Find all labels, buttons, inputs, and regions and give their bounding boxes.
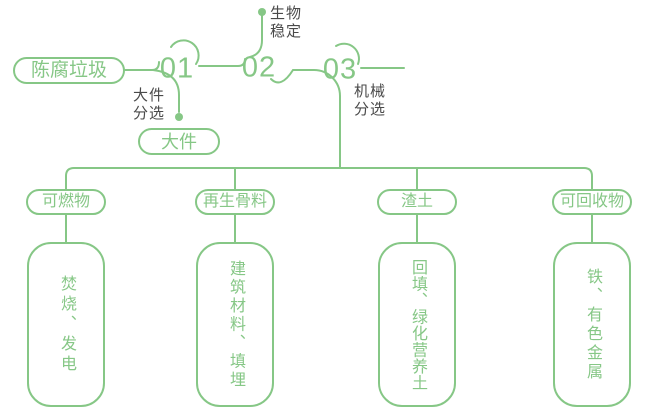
node-combustibles: 可燃物: [26, 189, 106, 215]
dot-bio-branch: [258, 8, 266, 16]
step-number-02: 02: [241, 51, 277, 84]
disposal-text-recyclables: 铁、有色金属: [584, 267, 601, 382]
node-recycled-aggregate: 再生骨料: [195, 189, 275, 215]
node-bulky-output-label: 大件: [161, 131, 197, 152]
process-label-mechanical-sorting: 机械 分选: [354, 83, 387, 118]
node-recyclables-label: 可回收物: [559, 193, 624, 210]
node-combustibles-label: 可燃物: [41, 193, 90, 210]
disposal-text-slag: 回填、绿化营养土: [409, 258, 426, 391]
process-label-bulky-sorting: 大件 分选: [133, 87, 166, 122]
step-number-01: 01: [159, 52, 195, 85]
node-slag-label: 渣土: [400, 193, 433, 210]
node-recyclables: 可回收物: [552, 189, 632, 215]
dot-bulky-branch: [175, 113, 183, 121]
disposal-text-combustibles: 焚烧、发电: [58, 274, 75, 375]
node-bulky-output: 大件: [138, 128, 220, 155]
line-branch-bio: [249, 13, 263, 58]
arc-over-03: [335, 42, 360, 65]
disposal-box-combustibles: 焚烧、发电: [27, 242, 105, 407]
step-number-03: 03: [322, 53, 358, 86]
distribution-line: [65, 167, 593, 190]
line-01-to-02: [198, 58, 246, 67]
node-slag: 渣土: [377, 189, 457, 215]
line-source-to-01: [124, 61, 160, 71]
process-label-bio-stabilization: 生物 稳定: [270, 5, 303, 40]
arc-over-01: [170, 39, 200, 65]
node-source-label: 陈腐垃圾: [30, 60, 107, 81]
disposal-box-recyclables: 铁、有色金属: [553, 242, 631, 407]
disposal-box-recycled-aggregate: 建筑材料、填埋: [196, 242, 274, 407]
disposal-box-slag: 回填、绿化营养土: [378, 242, 456, 407]
node-source: 陈腐垃圾: [13, 57, 125, 84]
disposal-text-recycled-aggregate: 建筑材料、填埋: [227, 259, 244, 390]
node-recycled-aggregate-label: 再生骨料: [202, 193, 267, 210]
line-branch-bulky: [152, 69, 180, 113]
line-02-to-03-down: [270, 69, 341, 169]
